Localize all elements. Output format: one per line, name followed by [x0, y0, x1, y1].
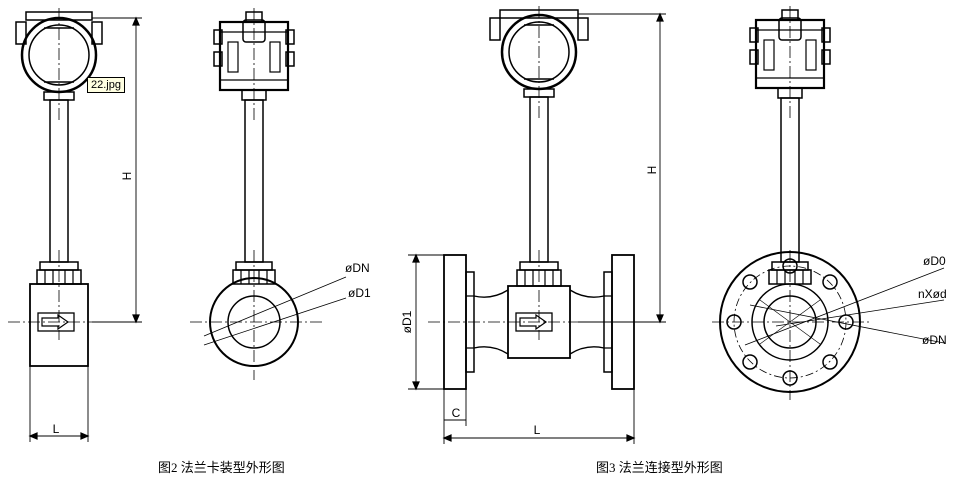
fig3-caption: 图3 法兰连接型外形图 — [596, 460, 723, 475]
fig3-dim-c-label: C — [452, 406, 461, 420]
fig3-side-view — [712, 6, 945, 400]
image-filename-tooltip: 22.jpg — [87, 77, 125, 93]
fig2-stem — [49, 99, 69, 263]
fig2-dn-label: øDN — [345, 261, 370, 275]
fig3-front-view — [408, 6, 666, 444]
fig3-dim-l-label: L — [534, 423, 541, 437]
fig2-dim-h-label: H — [120, 172, 134, 181]
fig2-front-view — [8, 8, 142, 442]
fig3-dim-h-label: H — [645, 166, 659, 175]
fig2-side-view — [190, 8, 347, 380]
fig3-d1-label: øD1 — [400, 310, 414, 333]
flow-arrow-icon — [41, 313, 70, 331]
fig2-side-head — [213, 11, 295, 101]
fig3-dn-label: øDN — [922, 333, 947, 347]
fig3-bolts-label: nXød — [918, 287, 947, 301]
flow-arrow-icon — [519, 313, 548, 331]
fig2-caption: 图2 法兰卡装型外形图 — [158, 460, 285, 475]
fig2-dim-l-label: L — [53, 422, 60, 436]
fig2-d1-label: øD1 — [348, 286, 371, 300]
fig3-d0-label: øD0 — [923, 254, 946, 268]
